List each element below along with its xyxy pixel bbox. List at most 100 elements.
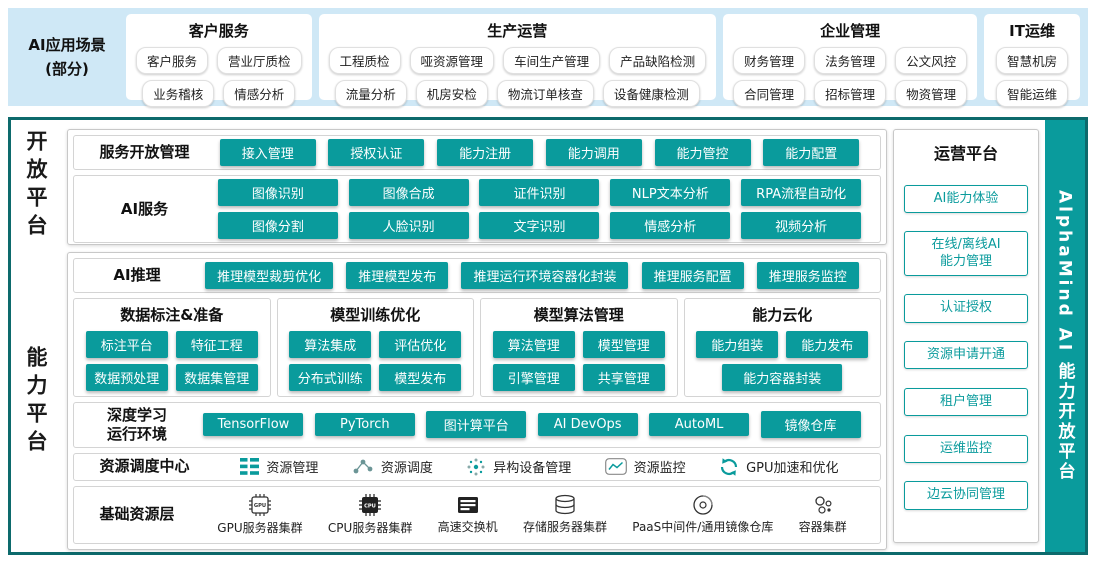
base-item: CPU CPU服务器集群 (328, 493, 412, 536)
open-platform-side-label: 开放平台 (24, 130, 48, 242)
base-item-label: GPU服务器集群 (217, 521, 303, 535)
capability-chip: 情感分析 (610, 212, 731, 239)
scenario-pill: 智慧机房 (996, 47, 1069, 74)
scenario-pill: 公文风控 (895, 47, 968, 74)
dl-runtime-items: TensorFlow PyTorch 图计算平台 AI DevOps AutoM… (192, 411, 872, 439)
group-capability-cloudification: 能力云化 能力组装 能力发布 能力容器封装 (683, 298, 881, 397)
scenario-pill: 物流订单核查 (496, 80, 594, 107)
sched-item: 资源监控 (604, 457, 686, 476)
capability-chip: 推理模型发布 (346, 262, 449, 289)
sched-item: 资源调度 (352, 457, 433, 476)
dl-runtime-strip: 深度学习 运行环境 TensorFlow PyTorch 图计算平台 AI De… (73, 402, 881, 448)
sched-item-label: 资源调度 (380, 461, 433, 476)
group-title: IT运维 (1009, 22, 1055, 40)
service-open-mgmt-strip: 服务开放管理 接入管理 授权认证 能力注册 能力调用 能力管控 能力配置 (73, 135, 881, 170)
resource-scheduling-items: 资源管理 资源调度 异构设备管理 (207, 457, 872, 477)
capability-chip: AutoML (649, 413, 750, 437)
base-item-label: PaaS中间件/通用镜像仓库 (632, 520, 774, 534)
base-resources-items: GPU GPU服务器集群 CPU CPU服务器集群 (192, 493, 872, 536)
disc-icon (692, 494, 714, 516)
pill-row: 财务管理 法务管理 公文风控 (733, 47, 968, 74)
capability-chip: 人脸识别 (348, 212, 469, 239)
scenario-pill: 哑资源管理 (409, 47, 495, 74)
open-platform-panel: 服务开放管理 接入管理 授权认证 能力注册 能力调用 能力管控 能力配置 AI服… (67, 129, 887, 245)
strip-title-line1: 深度学习 (106, 406, 167, 424)
capability-chip: 镜像仓库 (760, 411, 861, 439)
svg-text:GPU: GPU (254, 503, 266, 509)
capability-chip: 视频分析 (741, 212, 862, 239)
ai-services-row: 图像分割 人脸识别 文字识别 情感分析 视频分析 (207, 212, 872, 239)
capability-chip: 图像合成 (348, 179, 469, 206)
sched-item-label: 资源监控 (633, 461, 686, 476)
operation-item: AI能力体验 (904, 184, 1028, 213)
group-title: 数据标注&准备 (120, 306, 224, 324)
group-title: 能力云化 (752, 306, 813, 324)
sched-item-label: GPU加速和优化 (746, 461, 839, 476)
service-open-mgmt-items: 接入管理 授权认证 能力注册 能力调用 能力管控 能力配置 (207, 139, 872, 166)
base-item: 存储服务器集群 (523, 494, 607, 535)
operation-platform-title: 运营平台 (933, 144, 998, 163)
scenario-pill: 产品缺陷检测 (609, 47, 707, 74)
group-title: 客户服务 (188, 22, 249, 40)
strip-title: 深度学习 运行环境 (82, 406, 192, 444)
chip-row: 能力组装 能力发布 (691, 331, 875, 358)
capability-chip: 模型发布 (379, 364, 462, 391)
banner-title: AI应用场景 (部分) (8, 8, 126, 106)
operation-platform-panel: 运营平台 AI能力体验 在线/离线AI 能力管理 认证授权 资源申请开通 租户管… (893, 129, 1039, 543)
ai-inference-strip: AI推理 推理模型裁剪优化 推理模型发布 推理运行环境容器化封装 推理服务配置 … (73, 258, 881, 293)
capability-platform-panel: AI推理 推理模型裁剪优化 推理模型发布 推理运行环境容器化封装 推理服务配置 … (67, 252, 887, 550)
pill-row: 合同管理 招标管理 物资管理 (733, 80, 968, 107)
capability-chip: 证件识别 (479, 179, 600, 206)
heterogeneous-devices-icon (466, 457, 486, 477)
storage-icon (552, 494, 578, 516)
banner-title-line2: (部分) (45, 60, 89, 78)
capability-chip: 推理服务配置 (641, 262, 744, 289)
scenario-pill: 财务管理 (733, 47, 806, 74)
cpu-chip-icon: CPU (357, 493, 383, 517)
capability-chip: AI DevOps (537, 413, 638, 437)
scenario-pill: 智能运维 (996, 80, 1069, 107)
base-item-label: CPU服务器集群 (327, 521, 413, 535)
group-model-training: 模型训练优化 算法集成 评估优化 分布式训练 模型发布 (276, 298, 474, 397)
operation-item: 运维监控 (904, 434, 1028, 463)
capability-chip: 能力注册 (437, 139, 534, 166)
capability-chip: 图像识别 (217, 179, 338, 206)
strip-title: AI推理 (113, 266, 161, 285)
capability-chip: 能力发布 (786, 331, 869, 358)
base-item: PaaS中间件/通用镜像仓库 (632, 494, 773, 535)
scenario-pill: 工程质检 (328, 47, 401, 74)
scenario-pill: 物资管理 (895, 80, 968, 107)
capability-chip: 模型管理 (582, 331, 665, 358)
operation-item: 资源申请开通 (904, 341, 1028, 370)
scenario-pill: 情感分析 (223, 80, 296, 107)
ai-services-rows: 图像识别 图像合成 证件识别 NLP文本分析 RPA流程自动化 图像分割 人脸识… (207, 179, 872, 239)
capability-chip: 接入管理 (219, 139, 316, 166)
base-item-label: 容器集群 (798, 520, 847, 534)
capability-chip: 推理服务监控 (756, 262, 859, 289)
pill-row: 流量分析 机房安检 物流订单核查 设备健康检测 (334, 80, 700, 107)
sched-item: GPU加速和优化 (719, 457, 839, 477)
group-model-algorithm-mgmt: 模型算法管理 算法管理 模型管理 引擎管理 共享管理 (480, 298, 678, 397)
pill-row: 智能运维 (996, 80, 1069, 107)
scenario-pill: 设备健康检测 (602, 80, 700, 107)
base-resources-strip: 基础资源层 GPU GPU服务器集群 CPU CPU服务器集 (73, 485, 881, 544)
alphamind-brand-bar: AlphaMind AI 能力开放平台 (1045, 120, 1085, 552)
capability-groups-row: 数据标注&准备 标注平台 特征工程 数据预处理 数据集管理 模型训练优化 (73, 298, 881, 397)
base-item-label: 高速交换机 (437, 520, 498, 534)
capability-chip: 数据集管理 (175, 364, 258, 391)
base-item: 高速交换机 (438, 494, 498, 535)
sched-item-label: 资源管理 (266, 461, 319, 476)
capability-chip: NLP文本分析 (610, 179, 731, 206)
scenario-group-production-operation: 生产运营 工程质检 哑资源管理 车间生产管理 产品缺陷检测 流量分析 机房安检 … (318, 14, 717, 107)
scenario-groups: 客户服务 客户服务 营业厅质检 业务稽核 情感分析 生产运营 工程质检 哑资源管… (126, 8, 1088, 107)
grid-list-icon (240, 458, 260, 475)
scenario-group-customer-service: 客户服务 客户服务 营业厅质检 业务稽核 情感分析 (126, 14, 312, 107)
base-item: 容器集群 (799, 494, 847, 535)
capability-chip: 标注平台 (85, 331, 168, 358)
chip-row: 标注平台 特征工程 (80, 331, 264, 358)
pill-row: 智慧机房 (996, 47, 1069, 74)
chip-row: 能力容器封装 (691, 364, 875, 391)
group-title: 模型训练优化 (330, 306, 421, 324)
scenario-pill: 客户服务 (136, 47, 209, 74)
capability-chip: 推理运行环境容器化封装 (461, 262, 629, 289)
